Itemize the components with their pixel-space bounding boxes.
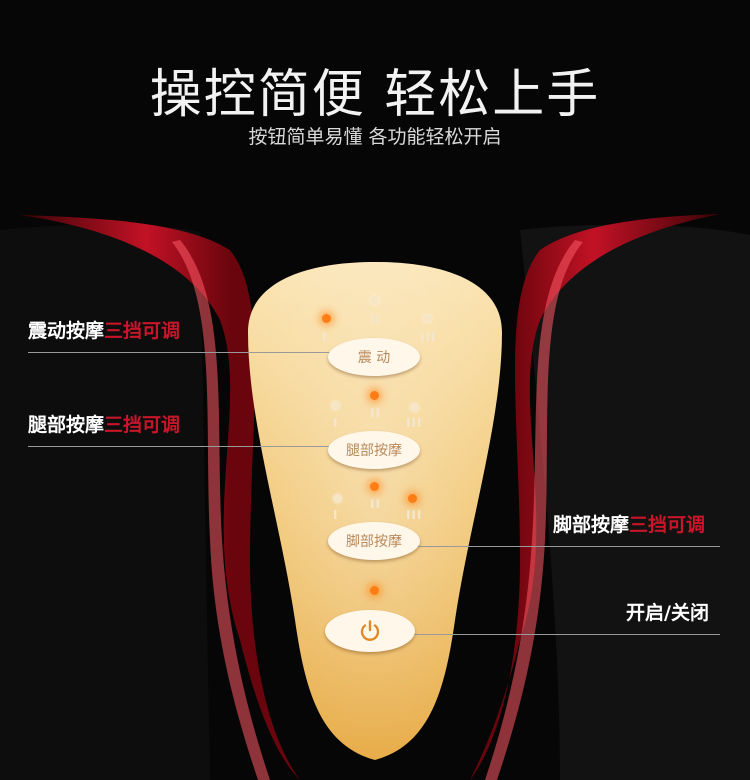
callout-vibration-label: 震动按摩: [28, 320, 105, 342]
callout-power-line: [400, 634, 720, 635]
indicator-light: [370, 296, 379, 305]
indicator-light: [333, 494, 342, 503]
page-subtitle: 按钮简单易懂 各功能轻松开启: [248, 126, 502, 148]
callout-foot-highlight: 三挡可调: [629, 514, 706, 536]
level-mark: I: [333, 508, 339, 522]
level-mark: II: [370, 497, 381, 511]
callout-leg-label: 腿部按摩: [28, 414, 105, 436]
indicator-light: [408, 494, 417, 503]
indicator-light: [322, 314, 331, 323]
power-indicator-light: [370, 586, 379, 595]
callout-foot-label: 脚部按摩: [553, 514, 630, 536]
level-mark: I: [333, 416, 339, 430]
callout-foot: 脚部按摩三挡可调: [553, 510, 705, 537]
callout-power: 开启/关闭: [626, 598, 709, 625]
foot-massage-button[interactable]: 脚部按摩: [328, 522, 420, 560]
power-icon: [360, 620, 380, 641]
callout-vibration-line: [28, 352, 348, 353]
indicator-light: [331, 401, 340, 410]
callout-leg-line: [28, 446, 348, 447]
leg-massage-button[interactable]: 腿部按摩: [328, 431, 420, 469]
indicator-light: [423, 314, 432, 323]
level-mark: III: [406, 416, 423, 430]
level-mark: II: [370, 406, 381, 420]
callout-vibration: 震动按摩三挡可调: [28, 316, 180, 343]
level-mark: III: [406, 508, 423, 522]
callout-foot-line: [400, 546, 720, 547]
callout-leg-highlight: 三挡可调: [104, 414, 181, 436]
level-mark: III: [420, 330, 437, 344]
indicator-light: [370, 391, 379, 400]
callout-leg: 腿部按摩三挡可调: [28, 410, 180, 437]
callout-vibration-highlight: 三挡可调: [104, 320, 181, 342]
indicator-light: [410, 403, 419, 412]
level-mark: II: [370, 312, 381, 326]
level-mark: I: [322, 330, 328, 344]
page-title: 操控简便 轻松上手: [149, 65, 601, 125]
power-button[interactable]: [325, 610, 415, 652]
callout-power-label: 开启/关闭: [626, 602, 709, 624]
vibration-button[interactable]: 震 动: [328, 338, 420, 376]
indicator-light: [370, 482, 379, 491]
